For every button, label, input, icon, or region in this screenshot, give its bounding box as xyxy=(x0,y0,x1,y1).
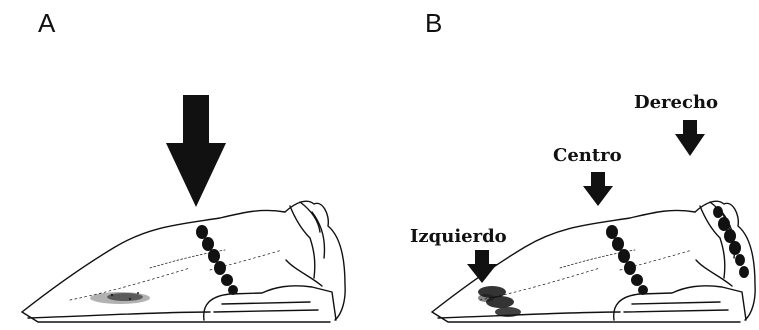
zone-label-izquierdo: Izquierdo xyxy=(410,226,507,247)
left-zone-arrow xyxy=(467,250,497,283)
large-pressure-arrow xyxy=(166,95,226,207)
zone-label-centro: Centro xyxy=(553,145,622,166)
right-zone-arrow xyxy=(675,120,705,156)
center-zone-shading xyxy=(606,225,648,295)
panel-a-shoe-diagram xyxy=(0,0,380,330)
right-zone-shading xyxy=(713,206,749,278)
zone-label-derecho: Derecho xyxy=(634,92,718,113)
center-pressure-band-a xyxy=(196,225,238,295)
heel-shading-a xyxy=(90,292,150,304)
shoe-outline-a xyxy=(22,201,345,322)
center-zone-arrow xyxy=(583,172,613,206)
left-zone-shading xyxy=(478,286,521,317)
